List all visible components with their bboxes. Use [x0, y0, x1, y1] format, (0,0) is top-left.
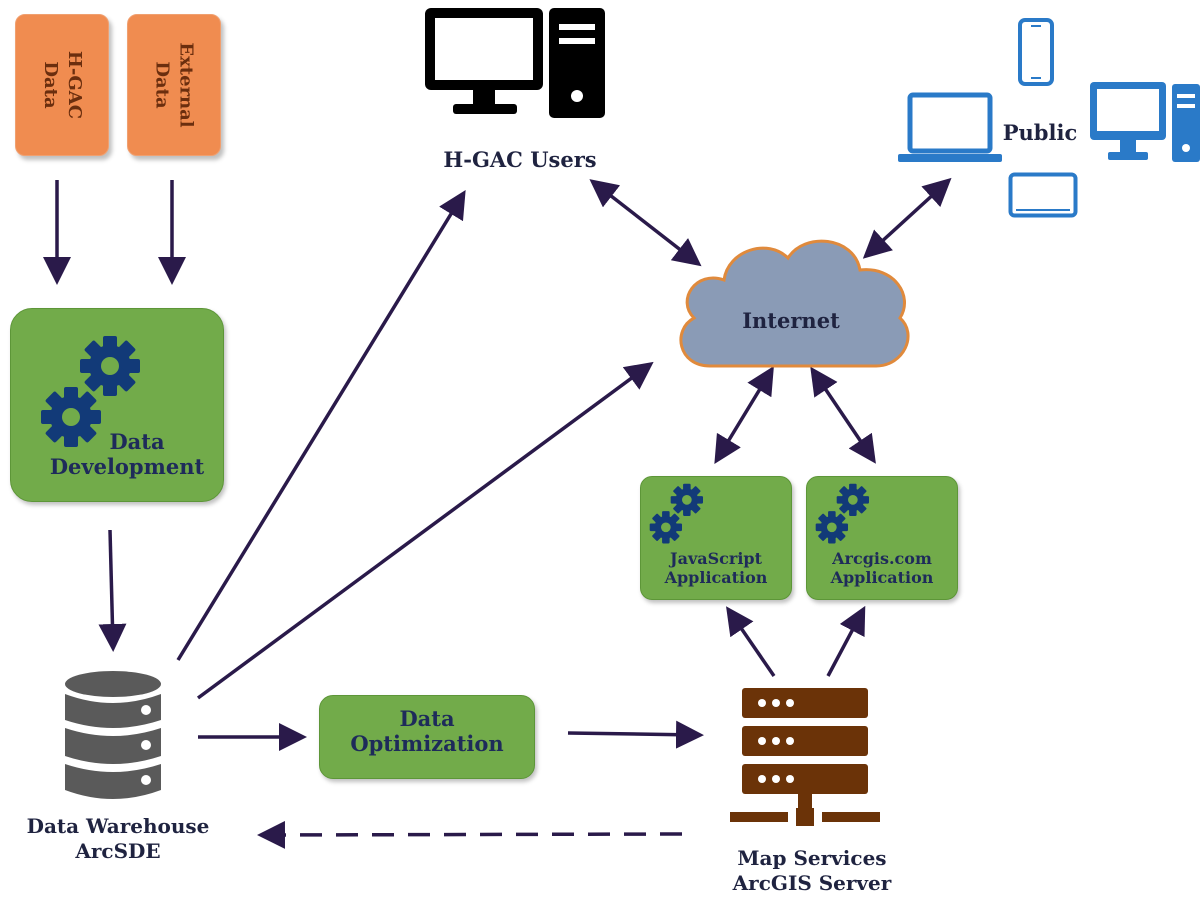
hgac-data-line-2: Data	[40, 61, 61, 109]
arrow-optimization-to-map-services	[567, 720, 704, 749]
arcgis-app-line-1: Arcgis.com	[832, 549, 932, 568]
gear-icon	[815, 483, 869, 544]
data-development-line-2: Development	[49, 454, 205, 480]
arcgis-app-box: Arcgis.com Application	[806, 476, 958, 600]
arrow-internet-arcgis-app	[810, 366, 876, 464]
javascript-app-line-2: Application	[664, 568, 768, 588]
map-services-line-1: Map Services	[737, 846, 887, 870]
desktop-computer-icon	[1090, 82, 1200, 162]
desktop-computer-icon	[425, 8, 605, 118]
hgac-data-line-1: H-GAC	[64, 50, 85, 120]
hgac-users-label: H-GAC Users	[443, 147, 597, 172]
arrow-map-services-to-warehouse-dashed	[257, 820, 683, 849]
arrow-map-services-to-arcgis-app	[826, 605, 866, 677]
internet-label: Internet	[742, 308, 840, 333]
laptop-icon	[898, 92, 1002, 162]
arrow-internet-javascript-app	[714, 366, 774, 464]
data-warehouse-line-2: ArcSDE	[75, 839, 161, 863]
data-development-box: Data Development	[10, 308, 224, 502]
gear-icon	[41, 336, 140, 447]
database-icon	[65, 671, 161, 799]
server-rack-icon	[730, 688, 880, 826]
gear-icon	[649, 483, 703, 544]
javascript-app-line-1: JavaScript	[670, 549, 762, 568]
hgac-data-box: H-GAC Data	[15, 14, 109, 156]
arrow-development-to-warehouse	[98, 529, 127, 652]
map-services-line-2: ArcGIS Server	[732, 871, 892, 895]
phone-icon	[1018, 18, 1054, 86]
data-warehouse-label: Data Warehouse ArcSDE	[10, 814, 226, 864]
cloud-icon	[679, 239, 910, 368]
external-data-box: External Data	[127, 14, 221, 156]
arrow-warehouse-to-internet	[196, 361, 654, 700]
arrow-public-internet	[862, 177, 952, 259]
data-development-line-1: Data	[109, 429, 165, 454]
arrow-map-services-to-javascript-app	[726, 606, 776, 677]
javascript-app-box: JavaScript Application	[640, 476, 792, 600]
public-label: Public	[1002, 120, 1078, 145]
external-data-line-1: External	[175, 42, 197, 128]
data-warehouse-line-1: Data Warehouse	[26, 814, 210, 838]
data-optimization-line-2: Optimization	[350, 731, 504, 757]
external-data-line-2: Data	[151, 61, 173, 109]
arcgis-app-line-2: Application	[830, 568, 934, 588]
arrow-hgac-users-internet	[589, 179, 702, 267]
data-optimization-line-1: Data	[399, 706, 455, 731]
arrow-warehouse-to-hgac-users	[176, 190, 466, 661]
map-services-label: Map Services ArcGIS Server	[712, 846, 912, 896]
tablet-icon	[1008, 172, 1078, 218]
data-optimization-box: Data Optimization	[319, 695, 535, 779]
